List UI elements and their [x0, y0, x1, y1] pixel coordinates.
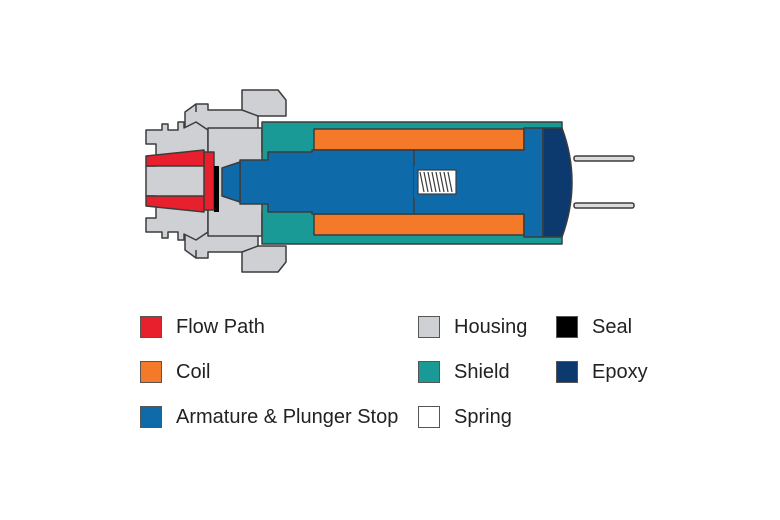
- legend-label-armature: Armature & Plunger Stop: [176, 405, 399, 428]
- legend-label-epoxy: Epoxy: [592, 360, 648, 383]
- pin-bottom: [573, 202, 635, 209]
- legend-item-coil: Coil: [140, 359, 210, 385]
- legend-label-spring: Spring: [454, 405, 512, 428]
- legend-label-coil: Coil: [176, 360, 211, 383]
- plunger-tip: [221, 161, 241, 203]
- solenoid-valve-diagram: [145, 89, 635, 273]
- legend-item-epoxy: Epoxy: [556, 359, 648, 385]
- seal: [214, 166, 219, 212]
- coil-top: [313, 128, 525, 151]
- legend-swatch-coil: [140, 361, 162, 383]
- legend-item-flow-path: Flow Path: [140, 314, 265, 340]
- pin-top: [573, 155, 635, 162]
- legend-item-seal: Seal: [556, 314, 632, 340]
- epoxy-cap: [542, 127, 573, 238]
- coil-bottom: [313, 213, 525, 236]
- flow-path-channel: [203, 151, 215, 211]
- flow-path-top: [145, 149, 205, 167]
- legend-item-armature: Armature & Plunger Stop: [140, 404, 398, 430]
- legend-label-housing: Housing: [454, 315, 528, 338]
- legend-swatch-epoxy: [556, 361, 578, 383]
- legend-swatch-seal: [556, 316, 578, 338]
- legend-label-shield: Shield: [454, 360, 510, 383]
- legend-swatch-spring: [418, 406, 440, 428]
- legend-swatch-housing: [418, 316, 440, 338]
- legend-label-seal: Seal: [592, 315, 633, 338]
- legend-label-flow-path: Flow Path: [176, 315, 265, 338]
- inlet-fitting: [145, 121, 209, 241]
- spring: [414, 166, 460, 198]
- nut-facets: [195, 104, 259, 258]
- legend-item-housing: Housing: [418, 314, 527, 340]
- legend-swatch-shield: [418, 361, 440, 383]
- legend-swatch-flow-path: [140, 316, 162, 338]
- legend-swatch-armature: [140, 406, 162, 428]
- legend-item-shield: Shield: [418, 359, 510, 385]
- flow-path-bottom: [145, 195, 205, 213]
- legend-item-spring: Spring: [418, 404, 512, 430]
